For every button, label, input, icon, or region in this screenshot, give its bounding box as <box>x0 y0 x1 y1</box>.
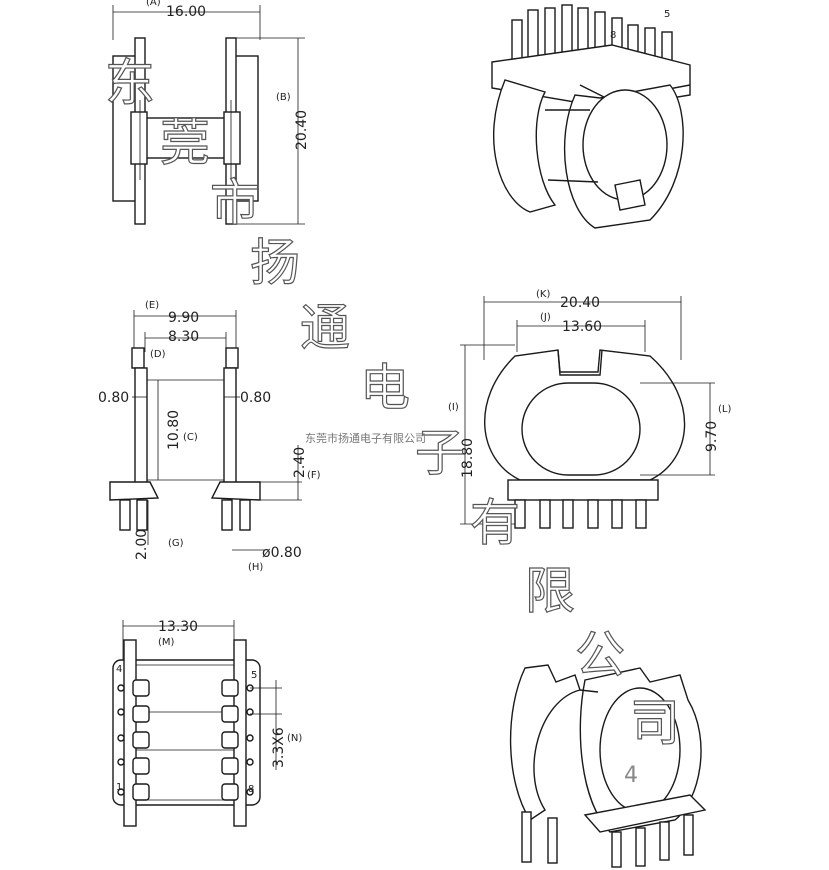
top-view-height-tag: (B) <box>276 92 291 103</box>
front-view: (K) 20.40 (J) 13.60 (I) 18.80 9.70 <box>448 289 731 529</box>
watermark-char-2: 市 <box>210 174 260 232</box>
watermark-small: 东莞市扬通电子有限公司 <box>305 431 426 445</box>
watermark-char-7: 有 <box>470 494 520 552</box>
side-base-tag: (F) <box>307 470 321 481</box>
bottom-pin-label-8: 8 <box>248 784 254 795</box>
side-pin-len-tag: (G) <box>168 538 184 549</box>
side-left-wall-dim: 0.80 <box>98 390 129 406</box>
watermark-char-4: 通 <box>300 299 350 357</box>
watermark-char-1: 莞 <box>160 114 210 172</box>
top-view-width-dim: 16.00 <box>166 4 206 20</box>
watermark-char-8: 限 <box>525 562 575 620</box>
company-watermark: 东 莞 市 扬 通 电 子 有 限 公 司 东莞市扬通电子有限公司 <box>104 53 680 752</box>
watermark-char-9: 公 <box>575 626 625 684</box>
side-outer-tag: (E) <box>145 300 159 311</box>
front-inner-dim: 13.60 <box>562 319 602 335</box>
front-height-tag: (I) <box>448 402 459 413</box>
iso-top-pin-label-8: 8 <box>610 30 616 41</box>
bottom-view: 13.30 (M) 4 <box>112 619 302 827</box>
iso-view-top: 8 5 <box>491 4 691 229</box>
front-inner-tag: (J) <box>540 312 551 323</box>
bottom-pitch-dim: 3.3X6 <box>271 727 287 768</box>
front-outer-tag: (K) <box>536 289 550 300</box>
top-view-width-tag: (A) <box>146 0 161 8</box>
front-win-dim: 9.70 <box>704 421 720 452</box>
side-inner-dim: 8.30 <box>168 329 199 345</box>
bottom-pitch-tag: (N) <box>287 733 302 744</box>
top-view: (A) 16.00 (B) 20.40 <box>112 0 310 225</box>
side-base-dim: 2.40 <box>292 447 308 478</box>
bottom-pin-label-5: 5 <box>251 670 257 681</box>
watermark-char-6: 子 <box>415 424 465 482</box>
front-outer-dim: 20.40 <box>560 295 600 311</box>
side-outer-dim: 9.90 <box>168 310 199 326</box>
iso-view-bottom: 4 <box>509 664 707 868</box>
bottom-width-tag: (M) <box>158 637 175 648</box>
side-height-tag: (C) <box>183 432 198 443</box>
side-view: (E) 9.90 8.30 (D) 0.80 0.80 10.80 (C) <box>98 300 321 573</box>
watermark-char-10: 司 <box>630 694 680 752</box>
side-right-wall-dim: 0.80 <box>240 390 271 406</box>
iso-top-pin-label-5: 5 <box>664 9 670 20</box>
side-pin-dia-dim: ø0.80 <box>262 545 302 561</box>
bottom-pin-label-1: 1 <box>116 782 122 793</box>
watermark-char-3: 扬 <box>250 234 300 292</box>
front-win-tag: (L) <box>718 404 731 415</box>
bottom-width-dim: 13.30 <box>158 619 198 635</box>
side-pin-dia-tag: (H) <box>248 562 263 573</box>
side-height-dim: 10.80 <box>166 410 182 450</box>
watermark-char-0: 东 <box>105 54 155 112</box>
watermark-char-5: 电 <box>360 359 410 417</box>
top-view-height-dim: 20.40 <box>294 110 310 150</box>
front-height-dim: 18.80 <box>460 438 476 478</box>
iso-bottom-label-4: 4 <box>624 763 638 788</box>
side-pin-len-dim: 2.00 <box>134 529 150 560</box>
side-inner-tag: (D) <box>150 349 166 360</box>
bottom-pin-label-4: 4 <box>116 664 122 675</box>
